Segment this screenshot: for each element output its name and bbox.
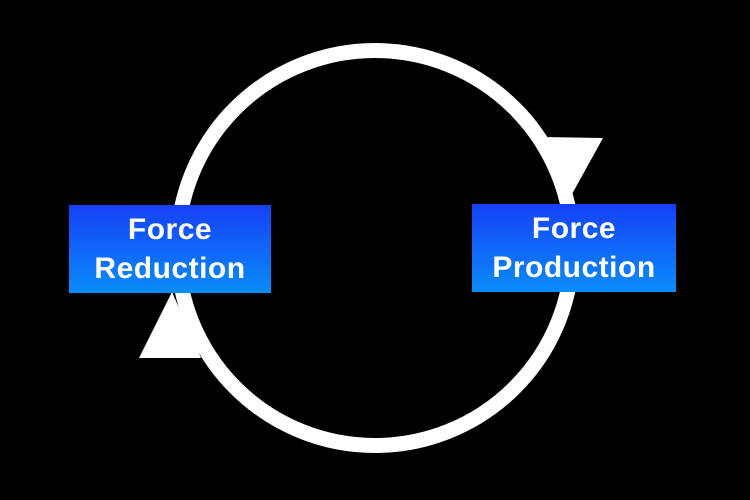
node-force-reduction: Force Reduction (69, 205, 271, 293)
node-force-production: Force Production (472, 204, 676, 292)
arrowhead-up-icon (139, 292, 201, 358)
node-label-line: Force (127, 213, 213, 246)
node-label-line: Production (492, 251, 656, 284)
arrowhead-down-icon (543, 137, 603, 205)
node-label-line: Reduction (94, 252, 246, 285)
node-label-line: Force (531, 212, 617, 245)
